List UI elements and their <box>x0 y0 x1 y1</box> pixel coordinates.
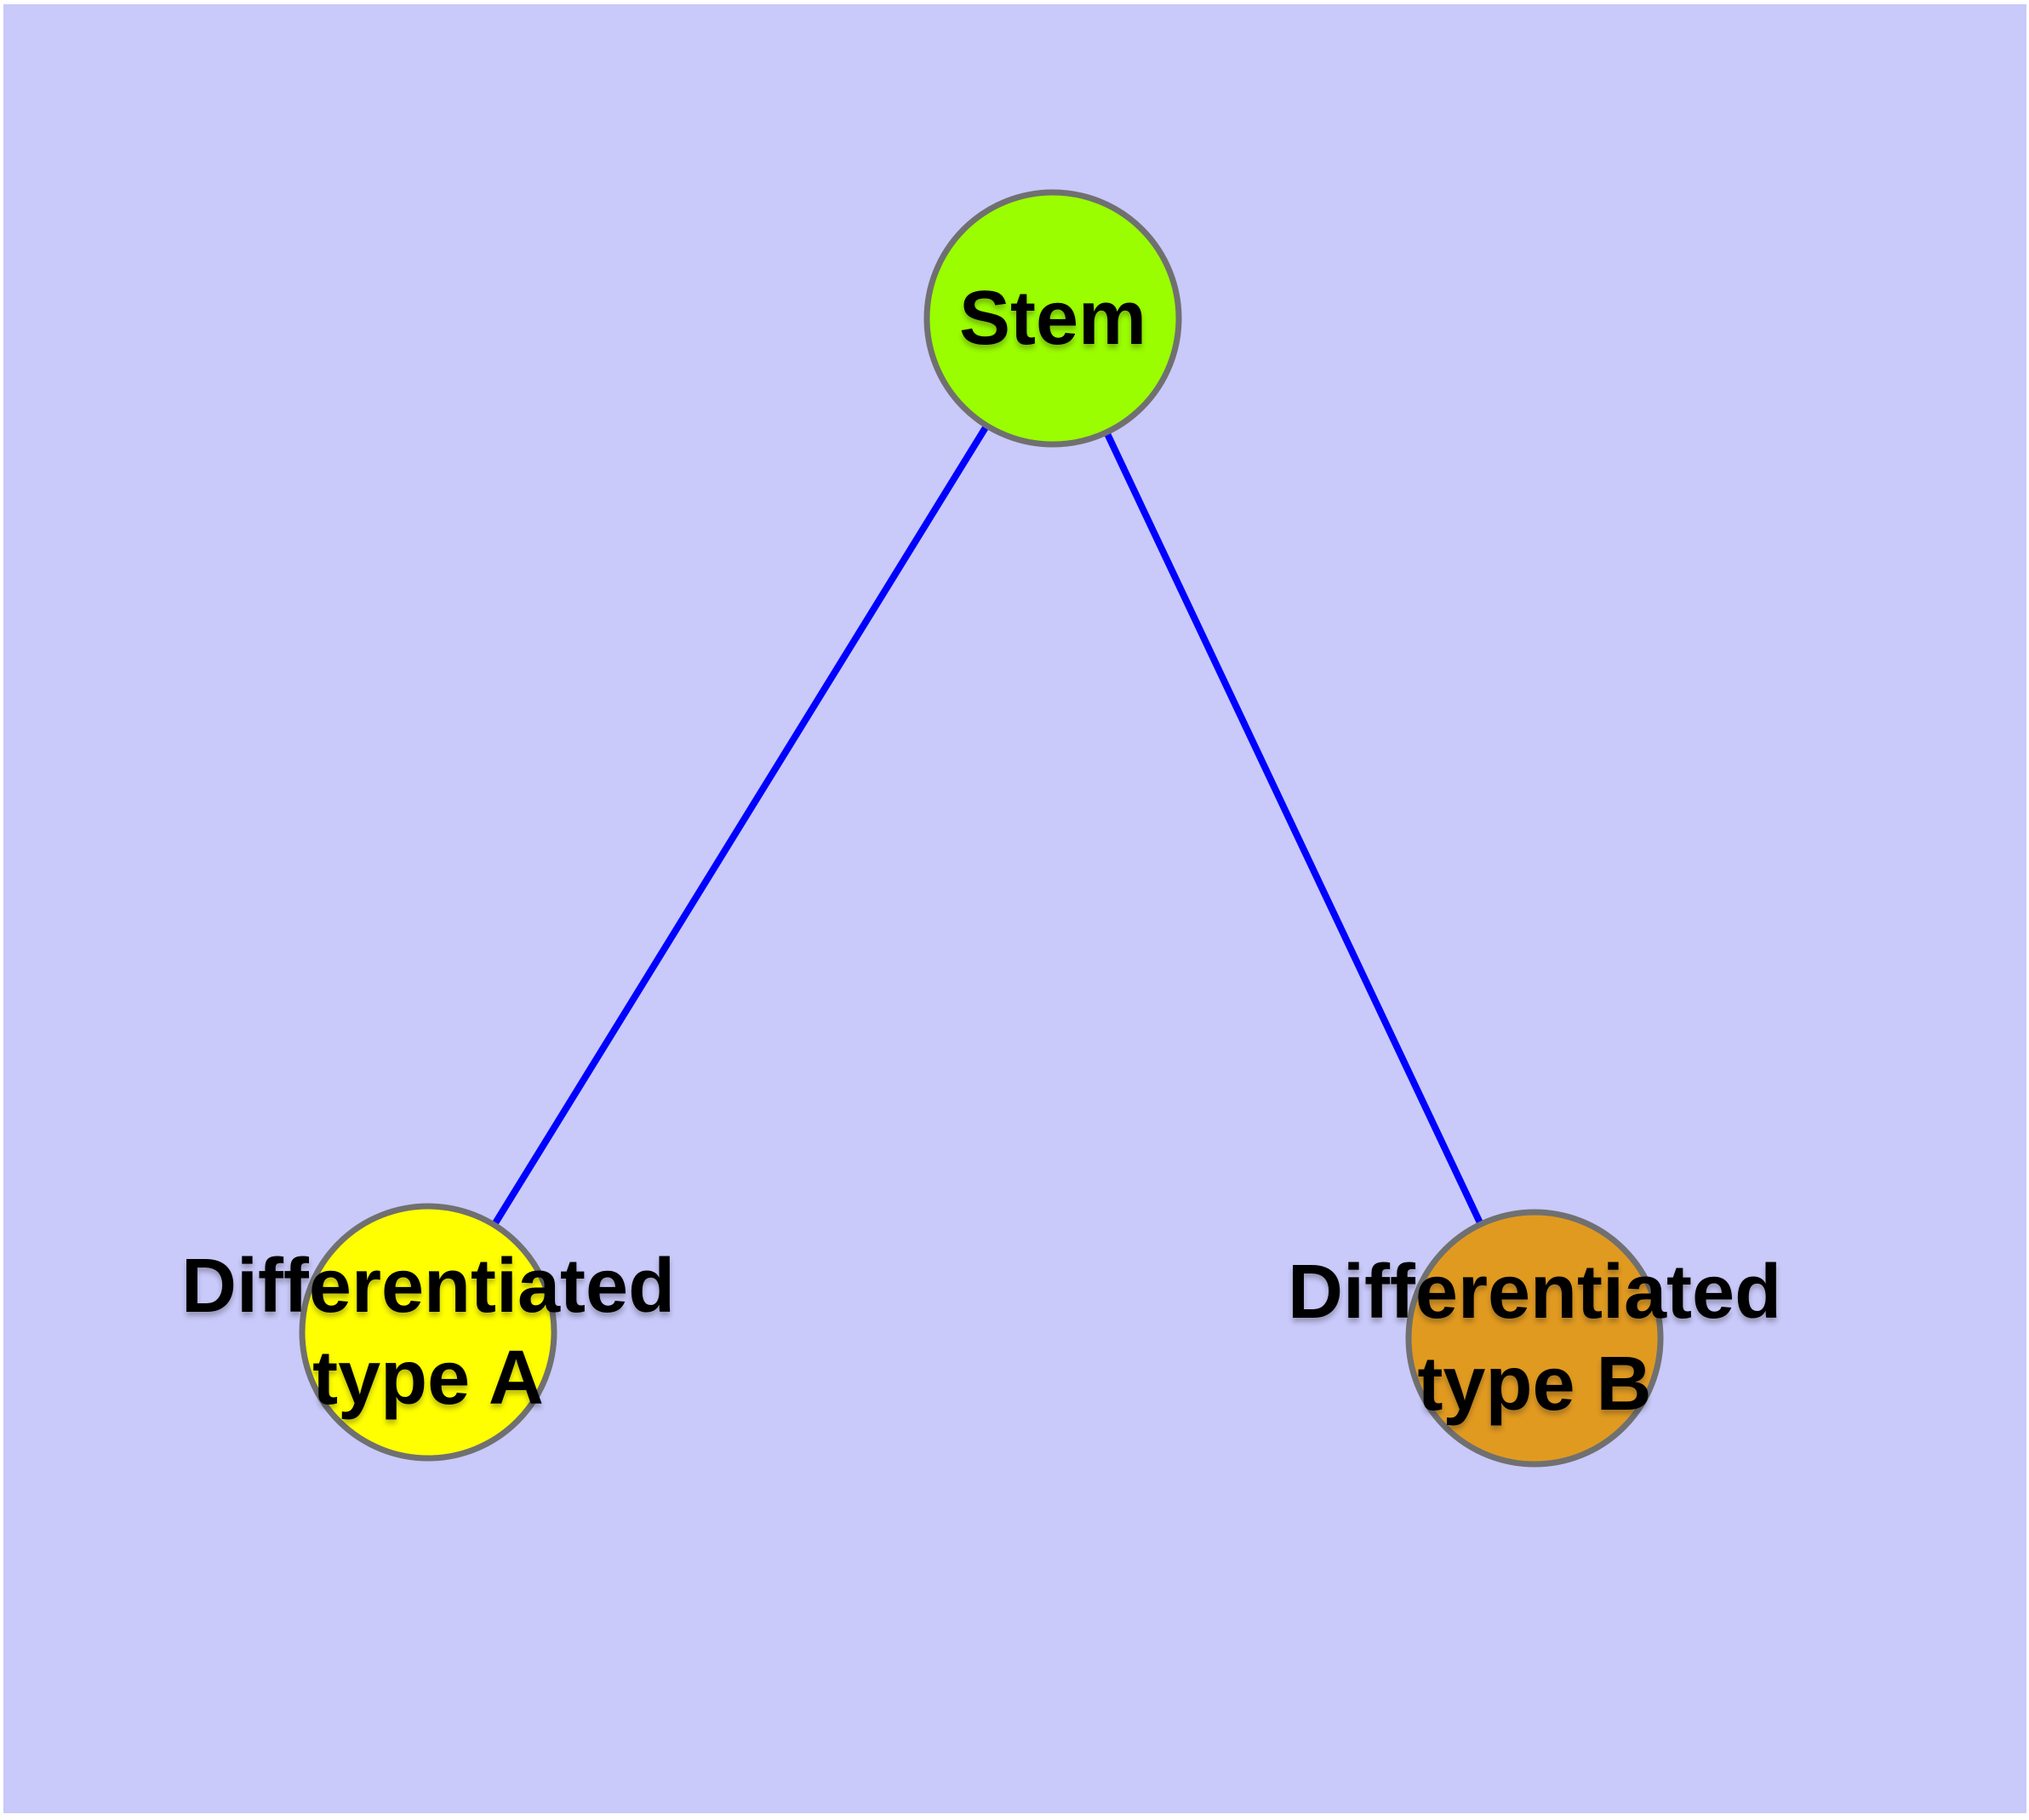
edge-stem-diff-type-a <box>425 316 1056 1335</box>
node-circle-diff-type-a <box>299 1203 557 1462</box>
node-circle-diff-type-b <box>1405 1209 1664 1468</box>
node-label-differentiated-type-b: Differentiated type B <box>1287 1250 1782 1427</box>
node-label-differentiated-type-a: Differentiated type A <box>180 1244 676 1421</box>
node-label-stem: Stem <box>958 276 1147 361</box>
node-circle-stem <box>923 189 1182 448</box>
edge-stem-diff-type-b <box>1049 317 1538 1340</box>
